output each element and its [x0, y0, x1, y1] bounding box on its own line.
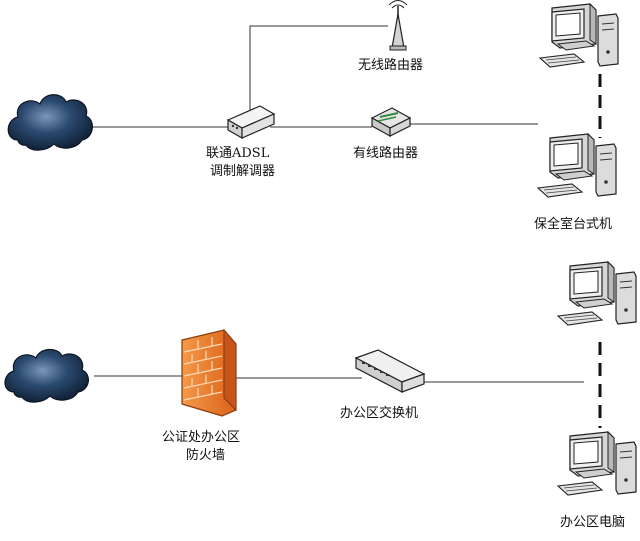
- network-switch-icon: [354, 349, 426, 393]
- wired-router-icon: [370, 107, 412, 138]
- adsl-modem-label-line1: 联通ADSL: [206, 146, 270, 161]
- wireless-router-label: 无线路由器: [358, 58, 424, 73]
- switch-label: 办公区交换机: [340, 406, 419, 421]
- firewall-icon: [181, 328, 237, 417]
- desktop-computer-icon: [537, 133, 617, 198]
- firewall-label-line2: 防火墙: [186, 448, 226, 463]
- wired-router-label: 有线路由器: [353, 146, 419, 161]
- computers-label: 办公区电脑: [560, 515, 626, 530]
- wireless-router-icon: [388, 0, 408, 51]
- desktop-computer-icon: [539, 3, 619, 68]
- adsl-modem-icon: [226, 105, 276, 140]
- firewall-label-line1: 公证处办公区: [162, 430, 241, 445]
- internet-cloud-icon: [7, 94, 93, 151]
- desktop-computer-icon: [557, 431, 637, 496]
- adsl-modem-label-line2: 调制解调器: [210, 164, 276, 179]
- modem-to-wireless-line: [249, 25, 388, 112]
- internet-cloud-icon: [4, 348, 89, 403]
- desktops-label: 保全室台式机: [534, 217, 613, 232]
- desktop-computer-icon: [557, 261, 637, 326]
